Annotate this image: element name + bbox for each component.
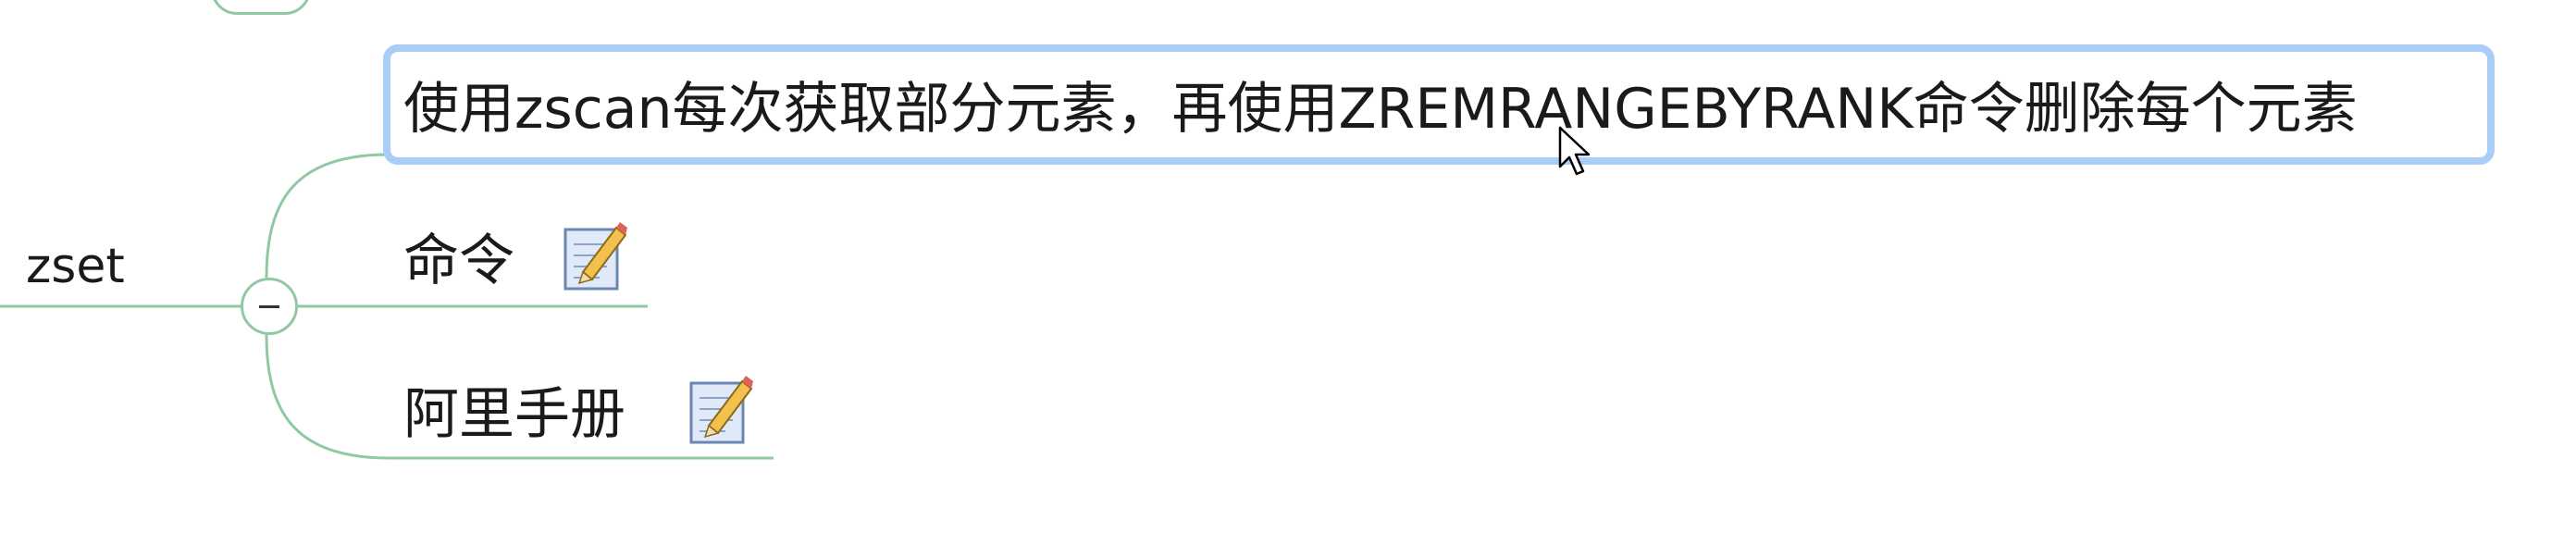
selected-topic-frame[interactable] (383, 44, 2495, 165)
collapse-minus-icon[interactable] (241, 278, 298, 335)
branch-line-child-3 (265, 334, 774, 460)
topic-command[interactable]: 命令 (403, 229, 514, 293)
topic-alibaba-manual[interactable]: 阿里手册 (403, 382, 625, 447)
topic-zscan-method[interactable]: 使用zscan每次获取部分元素，再使用ZREMRANGEBYRANK命令删除每个… (403, 77, 2358, 142)
note-pencil-icon[interactable] (688, 374, 753, 446)
topic-zset[interactable]: zset (26, 239, 125, 294)
mouse-pointer-icon (1558, 126, 1595, 178)
note-pencil-icon[interactable] (563, 220, 627, 292)
branch-line-child-1 (265, 153, 2489, 279)
